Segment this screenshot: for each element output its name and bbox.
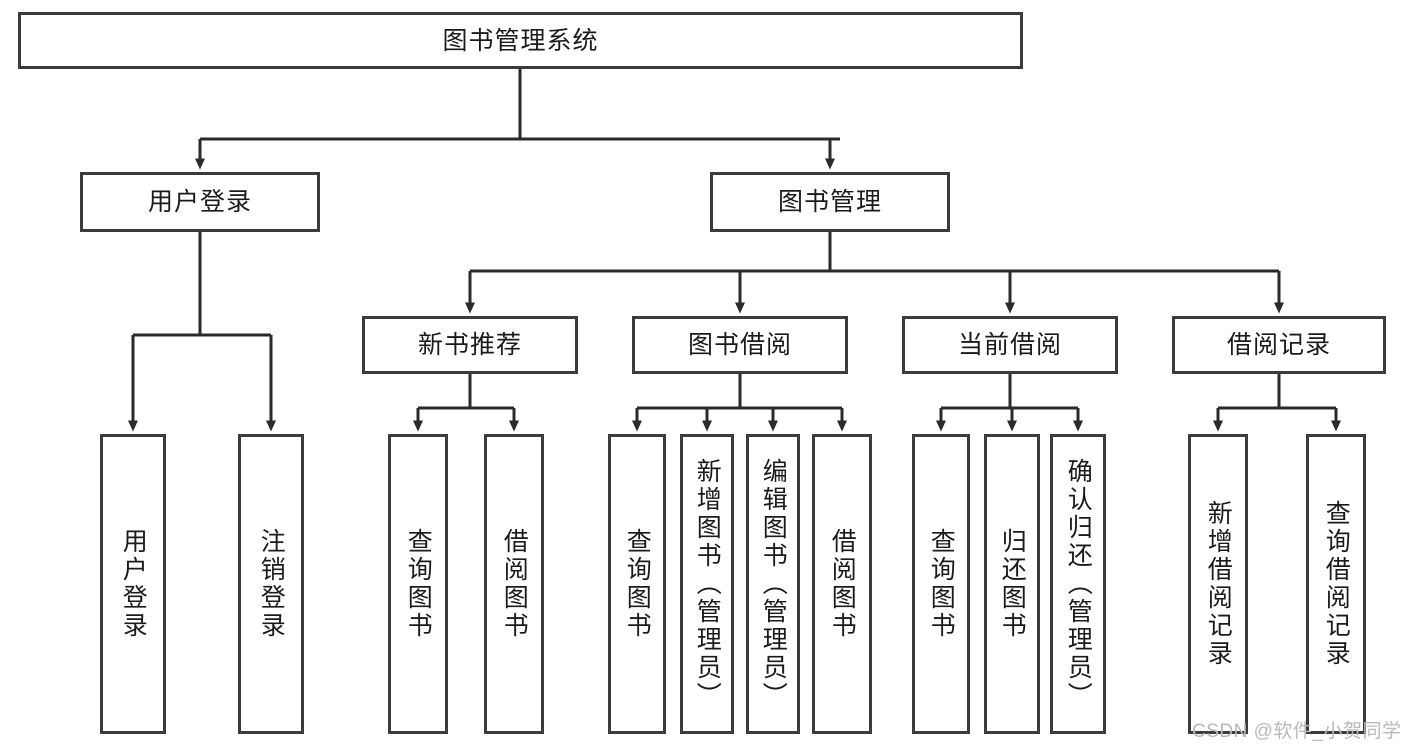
node-leaf-borrow-book-2-label: 借阅图书 xyxy=(828,528,857,640)
node-book-borrow-label: 图书借阅 xyxy=(687,331,792,359)
node-leaf-edit-book-admin-label: 编辑图书（管理员） xyxy=(759,458,788,710)
node-leaf-return-book[interactable]: 归还图书 xyxy=(984,434,1040,734)
node-borrow-record[interactable]: 借阅记录 xyxy=(1172,316,1386,374)
node-book-manage[interactable]: 图书管理 xyxy=(710,172,950,232)
node-new-book-recommend-label: 新书推荐 xyxy=(417,331,522,359)
node-leaf-borrow-book-1-label: 借阅图书 xyxy=(500,528,529,640)
node-leaf-confirm-return-admin-label: 确认归还（管理员） xyxy=(1064,458,1093,710)
node-leaf-query-book-2-label: 查询图书 xyxy=(623,528,652,640)
node-leaf-query-book-1[interactable]: 查询图书 xyxy=(388,434,448,734)
node-leaf-user-login[interactable]: 用户登录 xyxy=(100,434,166,734)
node-leaf-borrow-book-1[interactable]: 借阅图书 xyxy=(484,434,544,734)
node-leaf-user-login-label: 用户登录 xyxy=(119,528,148,640)
node-leaf-query-borrow-record[interactable]: 查询借阅记录 xyxy=(1306,434,1366,734)
node-root[interactable]: 图书管理系统 xyxy=(18,12,1023,69)
node-user-login-label: 用户登录 xyxy=(147,188,252,216)
node-leaf-confirm-return-admin[interactable]: 确认归还（管理员） xyxy=(1050,434,1106,734)
node-leaf-query-book-3[interactable]: 查询图书 xyxy=(912,434,970,734)
node-leaf-add-borrow-record[interactable]: 新增借阅记录 xyxy=(1188,434,1248,734)
node-book-borrow[interactable]: 图书借阅 xyxy=(632,316,848,374)
csdn-watermark: CSDN @软件_小贺同学 xyxy=(1192,721,1402,742)
node-book-manage-label: 图书管理 xyxy=(777,188,882,216)
node-leaf-borrow-book-2[interactable]: 借阅图书 xyxy=(812,434,872,734)
node-leaf-user-logout-label: 注销登录 xyxy=(257,528,286,640)
node-leaf-add-borrow-record-label: 新增借阅记录 xyxy=(1204,500,1233,668)
node-leaf-query-book-1-label: 查询图书 xyxy=(404,528,433,640)
node-current-borrow[interactable]: 当前借阅 xyxy=(902,316,1118,374)
node-borrow-record-label: 借阅记录 xyxy=(1226,331,1331,359)
node-leaf-query-book-3-label: 查询图书 xyxy=(927,528,956,640)
node-leaf-add-book-admin-label: 新增图书（管理员） xyxy=(693,458,722,710)
node-leaf-query-book-2[interactable]: 查询图书 xyxy=(608,434,666,734)
node-new-book-recommend[interactable]: 新书推荐 xyxy=(362,316,578,374)
node-root-label: 图书管理系统 xyxy=(442,26,599,55)
node-current-borrow-label: 当前借阅 xyxy=(957,331,1062,359)
node-user-login[interactable]: 用户登录 xyxy=(80,172,320,232)
node-leaf-edit-book-admin[interactable]: 编辑图书（管理员） xyxy=(746,434,800,734)
node-leaf-query-borrow-record-label: 查询借阅记录 xyxy=(1322,500,1351,668)
node-leaf-add-book-admin[interactable]: 新增图书（管理员） xyxy=(680,434,734,734)
node-leaf-return-book-label: 归还图书 xyxy=(998,528,1027,640)
node-leaf-user-logout[interactable]: 注销登录 xyxy=(238,434,304,734)
